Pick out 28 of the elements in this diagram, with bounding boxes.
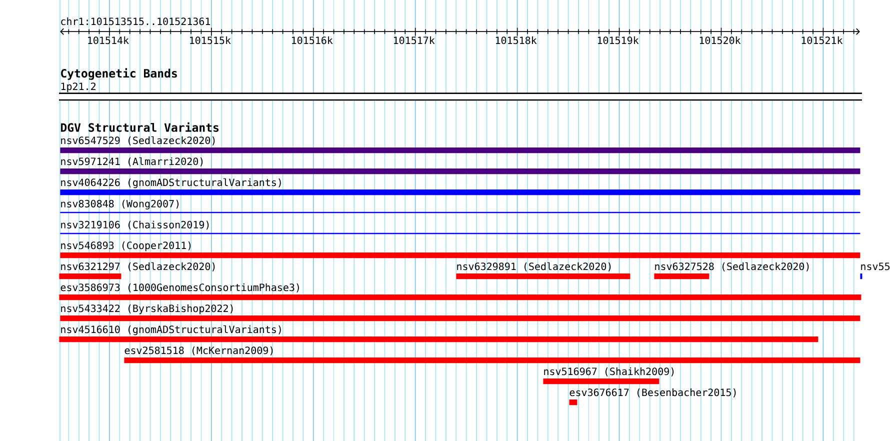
tick-label: 101516k	[292, 36, 333, 44]
variant-label: nsv6547529 (Sedlazeck2020)	[61, 136, 215, 146]
tick-label: 101518k	[496, 36, 537, 44]
variant-label: nsv55	[861, 262, 890, 270]
tick-label: 101514k	[88, 36, 129, 44]
variant-label: esv2581518 (McKernan2009)	[124, 346, 273, 356]
band-label: 1p21.2	[61, 82, 96, 92]
variant-label: esv3676617 (Besenbacher2015)	[570, 388, 736, 398]
variant-label: esv3586973 (1000GenomesConsortiumPhase3)	[60, 283, 299, 292]
tick-label: 101521k	[802, 36, 843, 44]
tick-label: 101517k	[394, 36, 435, 44]
variant-label: nsv6329891 (Sedlazeck2020)	[457, 262, 611, 272]
variant-label: nsv5971241 (Almarri2020)	[61, 157, 203, 166]
variant-label: nsv516967 (Shaikh2009)	[544, 367, 674, 376]
variant-label: nsv830848 (Wong2007)	[61, 200, 179, 210]
variant-label: nsv546893 (Cooper2011)	[61, 241, 191, 252]
variant-label: nsv4064226 (gnomADStructuralVariants)	[61, 178, 281, 188]
location-label: chr1:101513515..101521361	[61, 17, 210, 26]
variant-label: nsv6321297 (Sedlazeck2020)	[61, 262, 215, 272]
tick-label: 101519k	[598, 36, 639, 44]
variant-label: nsv6327528 (Sedlazeck2020)	[655, 262, 809, 272]
variant-label: nsv4516610 (gnomADStructuralVariants)	[61, 325, 281, 336]
tick-label: 101515k	[190, 36, 231, 44]
track-title: DGV Structural Variants	[60, 122, 218, 132]
variant-label: nsv5433422 (ByrskaBishop2022)	[61, 304, 233, 314]
tick-label: 101520k	[700, 36, 741, 44]
variant-label: nsv3219106 (Chaisson2019)	[61, 220, 209, 230]
track-title: Cytogenetic Bands	[61, 68, 177, 80]
